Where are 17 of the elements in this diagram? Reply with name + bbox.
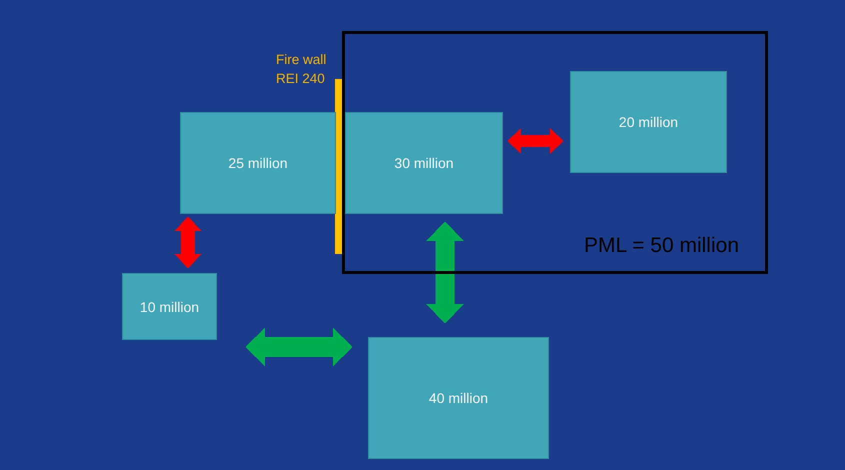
boundary-label: PML = 50 million [584, 233, 739, 259]
value-box [345, 112, 503, 214]
value-label: 25 million [227, 154, 289, 172]
value-box [368, 337, 549, 459]
boundary-frame [342, 31, 768, 274]
double-arrow [426, 222, 464, 323]
double-arrow [246, 328, 352, 366]
value-label: 20 million [618, 113, 680, 131]
value-box [570, 71, 727, 173]
double-arrow [174, 217, 202, 268]
value-box [122, 273, 217, 340]
value-label: 40 million [428, 389, 490, 407]
value-label: 10 million [138, 298, 200, 316]
value-box [180, 112, 336, 214]
fire-wall-label: Fire wall REI 240 [276, 51, 328, 88]
double-arrow [508, 128, 563, 154]
value-label: 30 million [393, 154, 455, 172]
